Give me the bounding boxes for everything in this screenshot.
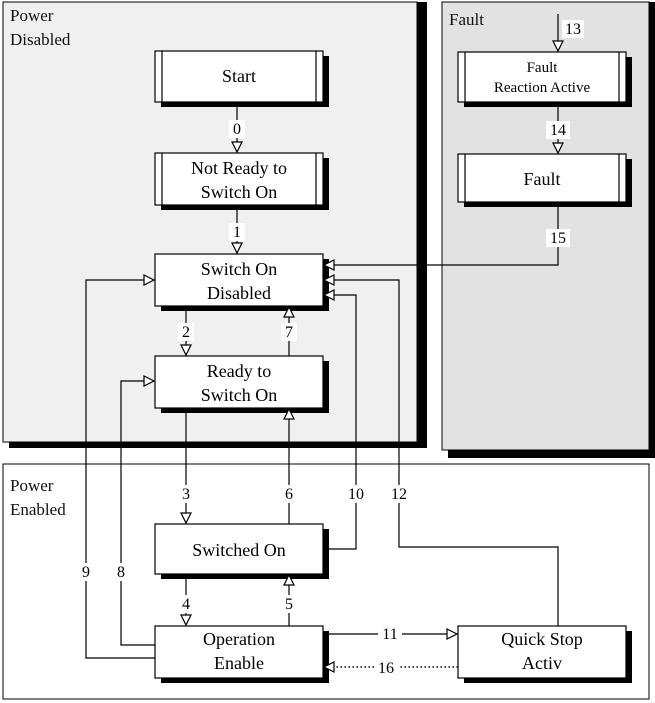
transition-label-6: 6 [285, 486, 293, 503]
state-start: Start [154, 50, 329, 107]
transition-12 [324, 280, 559, 626]
transition-label-8: 8 [117, 564, 125, 581]
region-label-fault: Fault [449, 10, 484, 29]
state-fault: Fault [457, 153, 632, 207]
transition-label-7: 7 [285, 324, 293, 341]
transition-15 [324, 202, 559, 265]
state-start-label: Start [222, 66, 256, 86]
transition-label-11: 11 [382, 626, 397, 643]
transition-label-1: 1 [233, 224, 241, 241]
transition-label-3: 3 [182, 486, 190, 503]
transition-label-9: 9 [82, 564, 90, 581]
transition-label-0: 0 [233, 121, 241, 138]
state-switched-on: Switched On [154, 523, 329, 579]
transition-label-14: 14 [550, 122, 566, 139]
state-fault-label: Fault [523, 169, 560, 189]
transition-label-4: 4 [182, 596, 190, 613]
transition-label-16: 16 [378, 660, 394, 677]
state-switched-on-label: Switched On [192, 540, 286, 560]
transition-label-12: 12 [391, 486, 407, 503]
transition-label-2: 2 [182, 324, 190, 341]
transition-label-10: 10 [348, 486, 364, 503]
transition-8 [120, 381, 155, 646]
transition-label-5: 5 [285, 596, 293, 613]
transition-label-15: 15 [550, 230, 566, 247]
transition-label-13: 13 [565, 21, 581, 38]
transition-10 [323, 295, 357, 550]
transition-9 [85, 280, 155, 659]
